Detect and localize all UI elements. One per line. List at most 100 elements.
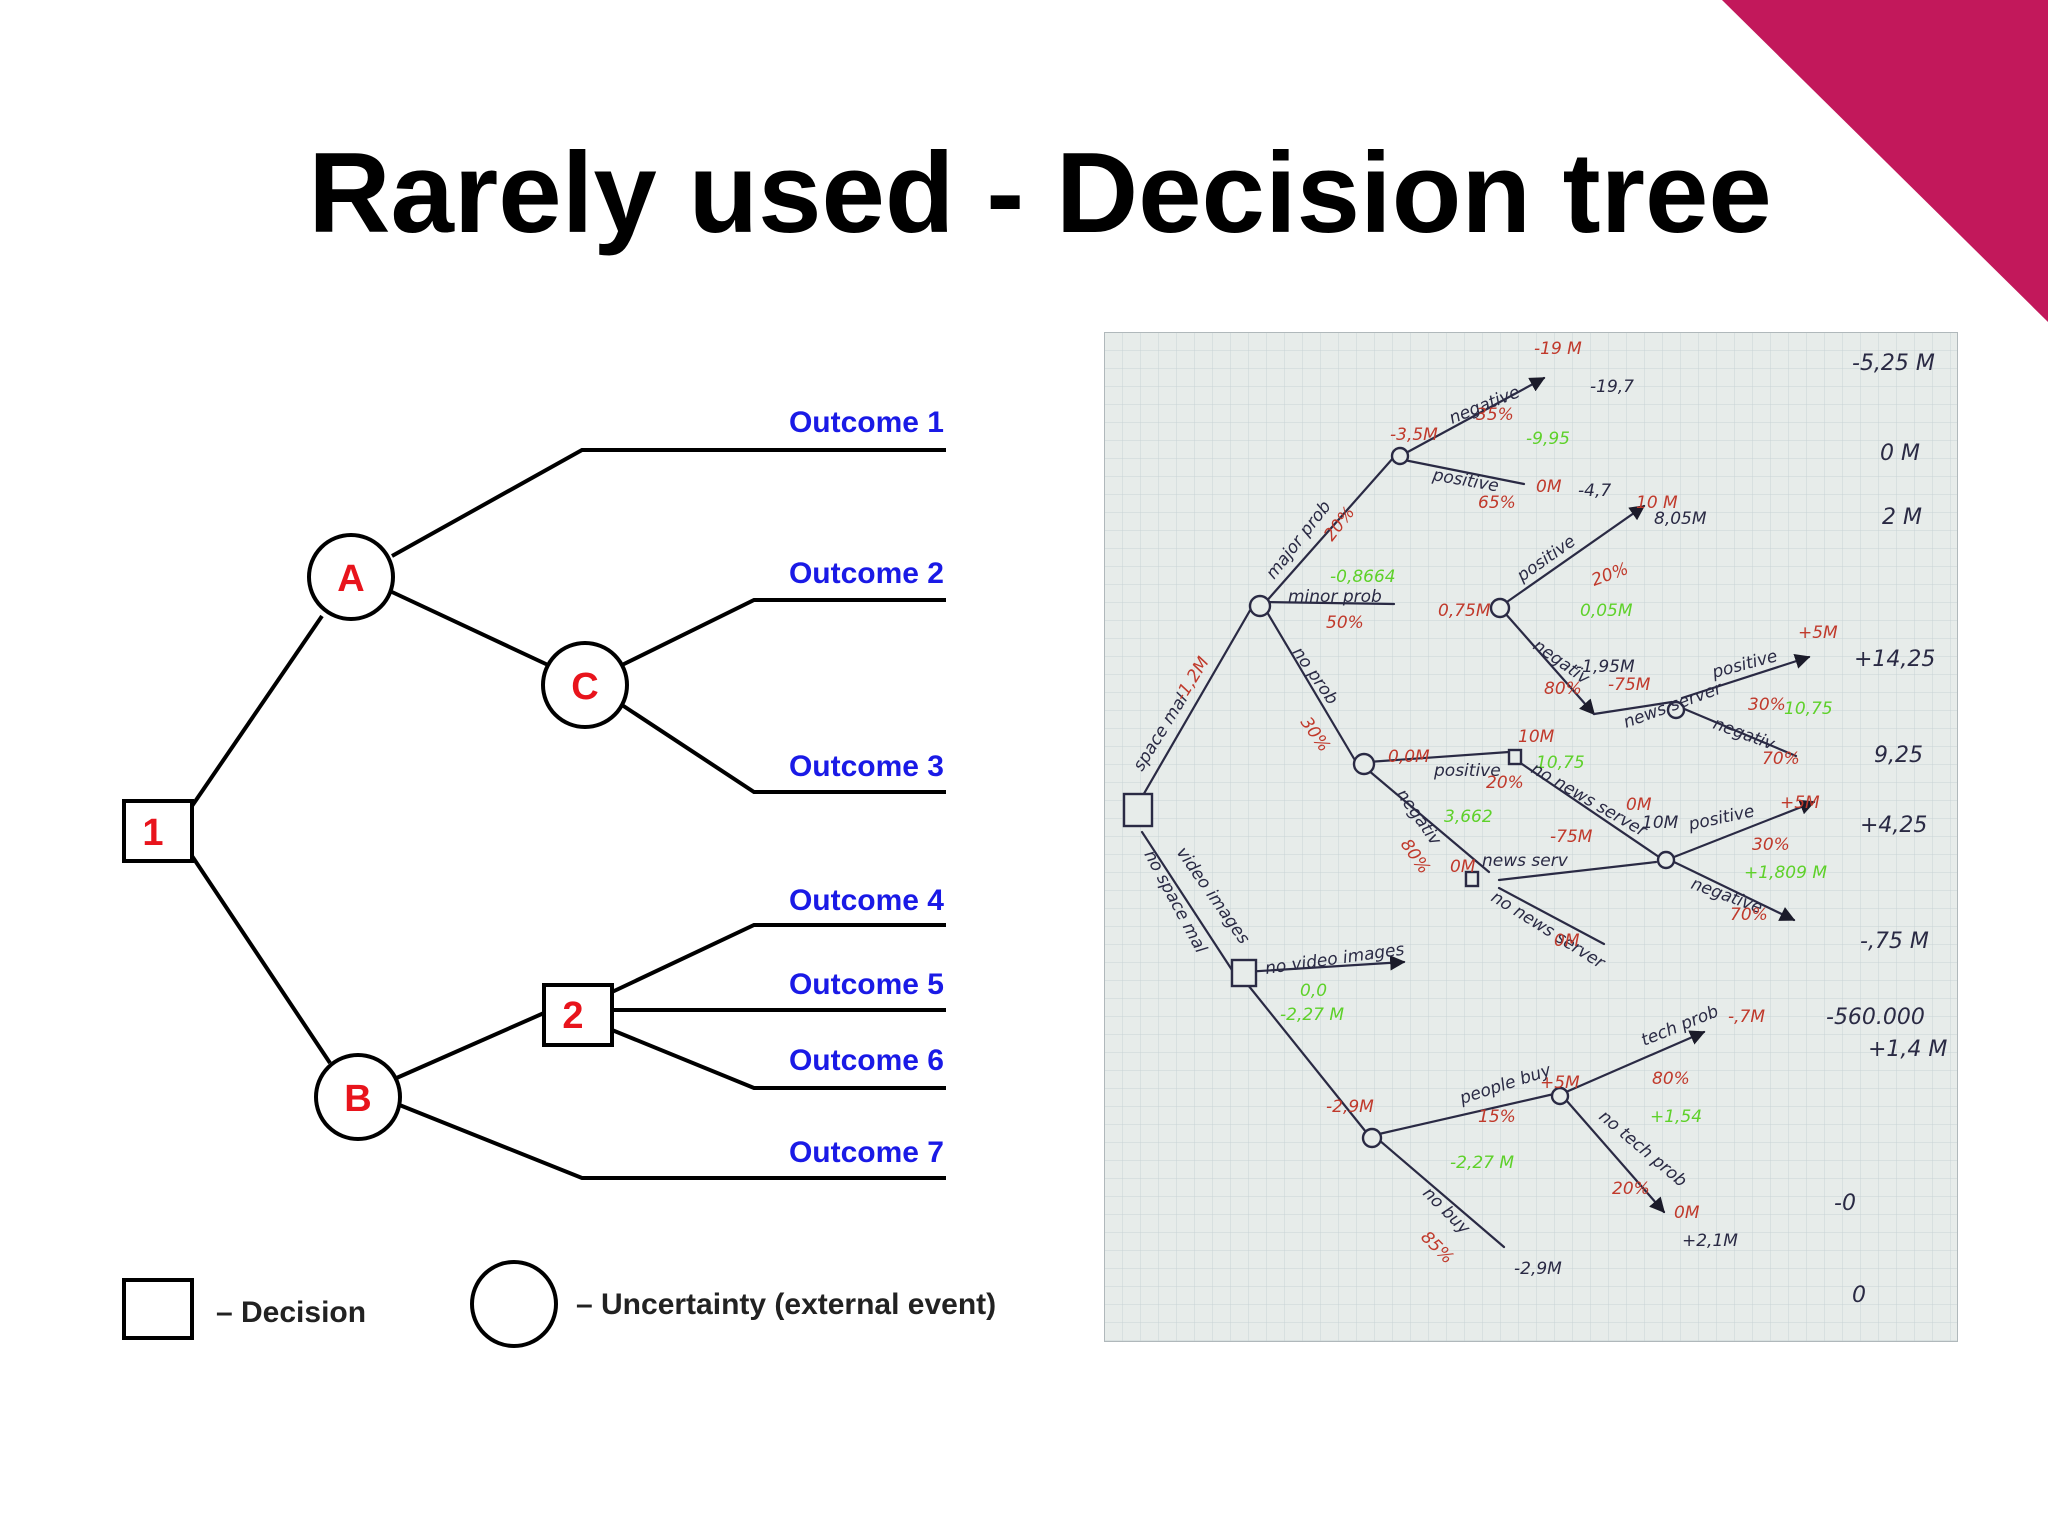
hand-note: -2,9M xyxy=(1326,1097,1374,1117)
hand-decision-node xyxy=(1122,792,1154,828)
hand-edge xyxy=(1502,504,1646,606)
edge-2-outcome-4 xyxy=(611,923,946,994)
hand-note: 0M xyxy=(1450,857,1476,877)
legend-uncertainty-icon xyxy=(470,1260,558,1348)
hand-right-column: -5,25 M 0 M 2 M +14,25 9,25 +4,25 -,75 M… xyxy=(1826,351,1947,1308)
hand-note: 10,75 xyxy=(1784,699,1833,719)
edge-2-outcome-6 xyxy=(611,1028,946,1090)
hand-edge xyxy=(1680,706,1798,758)
hand-note: 10M xyxy=(1518,727,1555,747)
hand-note: -9,95 xyxy=(1526,429,1570,449)
hand-note: positive xyxy=(1433,761,1501,781)
handwritten-tree-photo: -5,25 M 0 M 2 M +14,25 9,25 +4,25 -,75 M… xyxy=(1104,332,1958,1342)
hand-edge xyxy=(1366,768,1491,874)
root-decision-node xyxy=(122,799,194,863)
edge-b-outcome-7 xyxy=(391,1100,946,1180)
hand-note: 30% xyxy=(1748,695,1786,715)
hand-edge xyxy=(1366,750,1511,764)
hand-chance-node xyxy=(1390,446,1410,466)
node-2-label: 2 xyxy=(562,995,583,1037)
outcome-label: Outcome 1 xyxy=(789,406,944,439)
hand-note: +5M xyxy=(1798,623,1838,643)
hand-note: 10,75 xyxy=(1536,753,1585,773)
hand-chance-node xyxy=(1656,850,1676,870)
uncertainty-node-a xyxy=(307,533,395,621)
hand-note: 0,75M xyxy=(1438,601,1491,621)
hand-decision-node xyxy=(1230,958,1258,988)
node-b-label: B xyxy=(344,1078,371,1120)
hand-total: -560.000 xyxy=(1826,1005,1925,1030)
hand-edge xyxy=(1497,886,1606,946)
outcome-label: Outcome 7 xyxy=(789,1136,944,1169)
hand-total: -5,25 M xyxy=(1852,351,1935,376)
hand-note: -2,9M xyxy=(1514,1259,1562,1279)
hand-note: 3,662 xyxy=(1444,807,1493,827)
hand-note: +5M xyxy=(1540,1073,1580,1093)
hand-total: -,75 M xyxy=(1860,929,1929,954)
hand-edge xyxy=(1262,605,1358,764)
hand-note: 20% xyxy=(1486,773,1524,793)
outcome-labels: Outcome 1 Outcome 2 Outcome 3 Outcome 4 … xyxy=(789,406,944,1169)
hand-note: 80% xyxy=(1544,679,1582,699)
hand-note: -2,27 M xyxy=(1280,1005,1344,1025)
edge-a-outcome-1 xyxy=(391,448,946,558)
hand-note: 0M xyxy=(1674,1203,1700,1223)
hand-note: 0,05M xyxy=(1580,601,1633,621)
hand-edge xyxy=(1242,955,1406,974)
legend-uncertainty-label: – Uncertainty (external event) xyxy=(576,1288,996,1321)
hand-edge xyxy=(1672,860,1796,922)
edge-c-outcome-3 xyxy=(620,703,946,794)
hand-note: 65% xyxy=(1478,493,1516,513)
node-c-label: C xyxy=(571,666,598,708)
outcome-label: Outcome 5 xyxy=(789,968,944,1001)
hand-note: +2,1M xyxy=(1682,1231,1738,1251)
hand-note: -19 M xyxy=(1534,339,1582,359)
hand-edge xyxy=(1140,605,1254,799)
hand-total: +4,25 xyxy=(1860,813,1927,838)
edge-1-b xyxy=(190,854,332,1065)
corner-triangle xyxy=(1722,0,2048,322)
hand-note: 80% xyxy=(1652,1069,1690,1089)
edge-c-outcome-2 xyxy=(621,598,946,667)
hand-total: 9,25 xyxy=(1874,743,1923,768)
outcome-label: Outcome 4 xyxy=(789,884,944,917)
hand-chance-node xyxy=(1361,1127,1383,1149)
hand-note: 20% xyxy=(1612,1179,1650,1199)
hand-note: -,7M xyxy=(1728,1007,1765,1027)
node-a-label: A xyxy=(337,558,364,600)
edge-a-c xyxy=(391,590,549,667)
hand-note: 8,05M xyxy=(1654,509,1707,529)
hand-edge xyxy=(1262,600,1396,606)
hand-edge xyxy=(1242,978,1368,1134)
hand-edge xyxy=(1502,610,1596,716)
page-title: Rarely used - Decision tree xyxy=(308,130,1772,257)
hand-edge xyxy=(1514,758,1661,859)
hand-note: -4,7 xyxy=(1578,481,1611,501)
hand-total: 0 xyxy=(1852,1283,1866,1308)
hand-chance-node xyxy=(1489,597,1511,619)
hand-edge xyxy=(1402,376,1546,456)
hand-nodes xyxy=(1122,446,1686,1149)
hand-edge xyxy=(1680,653,1811,700)
uncertainty-node-c xyxy=(541,641,629,729)
hand-note: +5M xyxy=(1780,793,1820,813)
uncertainty-node-b xyxy=(314,1053,402,1141)
hand-total: +1,4 M xyxy=(1868,1037,1947,1062)
hand-note: 0,0 xyxy=(1300,981,1327,1001)
hand-total: 0 M xyxy=(1880,441,1920,466)
hand-decision-node xyxy=(1507,748,1523,766)
hand-edge xyxy=(1592,700,1674,716)
paper-grid xyxy=(1104,332,1958,1342)
hand-note: 0M xyxy=(1626,795,1652,815)
hand-note: 15% xyxy=(1478,1107,1516,1127)
hand-note: 35% xyxy=(1476,405,1514,425)
hand-edge xyxy=(1140,830,1234,972)
hand-note: 10 M xyxy=(1636,493,1678,513)
hand-edge xyxy=(1564,1030,1706,1094)
decision-node-2 xyxy=(542,983,614,1047)
hand-edge xyxy=(1564,1098,1666,1214)
hand-note: 0,0M xyxy=(1388,747,1430,767)
hand-note: -0,8664 xyxy=(1330,567,1396,587)
outcome-label: Outcome 2 xyxy=(789,557,944,590)
